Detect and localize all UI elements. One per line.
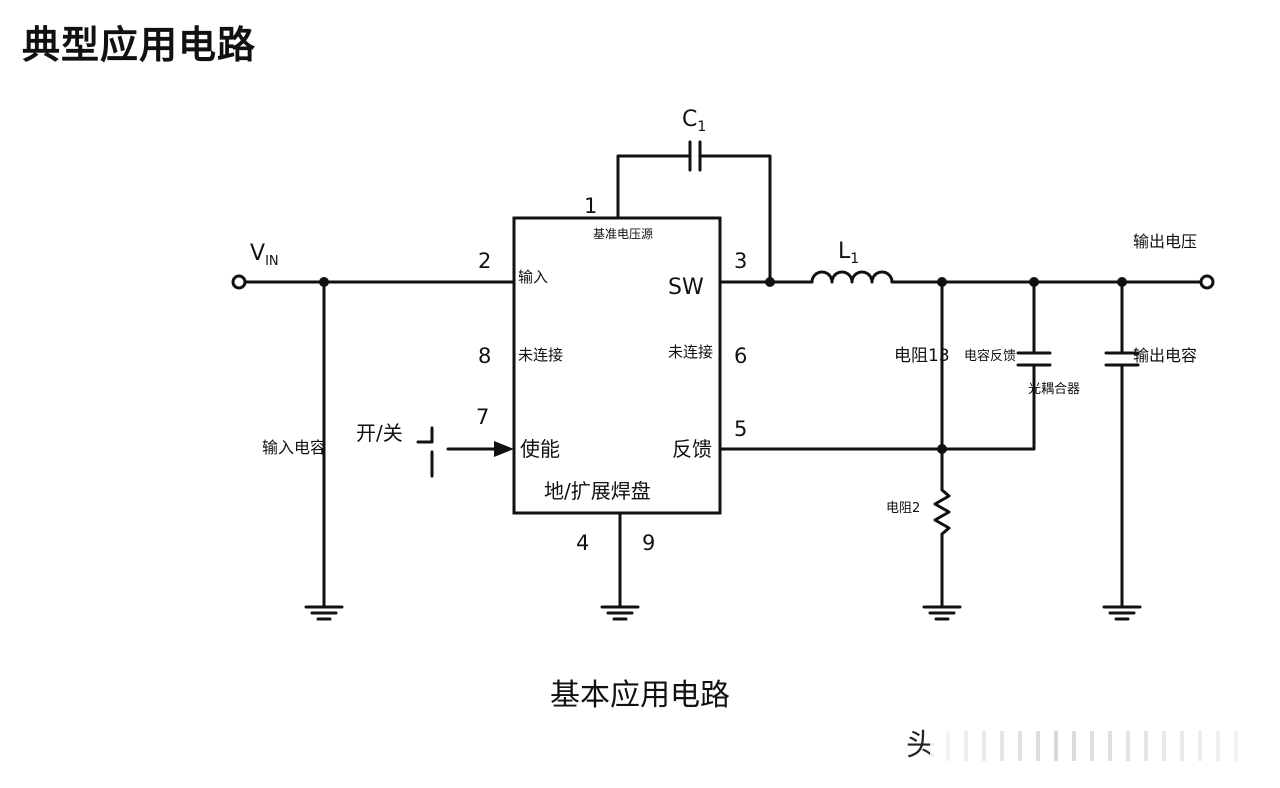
watermark-fade bbox=[930, 727, 1246, 767]
enable-arrow bbox=[494, 441, 514, 457]
gnd-pad-label: 地/扩展焊盘 bbox=[544, 479, 651, 503]
pin-number: 7 bbox=[476, 405, 489, 429]
pin-number: 1 bbox=[584, 194, 597, 218]
pin-number: 2 bbox=[478, 249, 491, 273]
pin-number: 3 bbox=[734, 249, 747, 273]
ground-symbol bbox=[922, 605, 962, 621]
input-cap-label: 输入电容 bbox=[262, 438, 326, 457]
pin-number: 9 bbox=[642, 531, 655, 555]
pin-number: 4 bbox=[576, 531, 589, 555]
ground-symbol bbox=[600, 605, 640, 621]
page-heading: 典型应用电路 bbox=[22, 23, 257, 67]
ground-symbol bbox=[1102, 605, 1142, 621]
feedback-pin-label: 反馈 bbox=[672, 437, 712, 461]
watermark: 头 bbox=[906, 727, 1246, 767]
onoff-switch bbox=[416, 426, 434, 444]
nc-left-label: 未连接 bbox=[518, 346, 563, 364]
output-cap-label: 输出电容 bbox=[1133, 346, 1197, 365]
enable-pin-label: 使能 bbox=[520, 437, 560, 461]
vin-label: VIN bbox=[250, 241, 279, 269]
inductor-l1 bbox=[810, 270, 894, 284]
input-pin-label: 输入 bbox=[518, 268, 548, 286]
ref-source-label: 基准电压源 bbox=[593, 227, 653, 241]
r13-label: 电阻13 bbox=[894, 346, 950, 366]
cap-feedback-wire-bottom bbox=[718, 363, 1036, 451]
vout-terminal bbox=[1199, 274, 1215, 290]
pin-number: 6 bbox=[734, 344, 747, 368]
r2-label: 电阻2 bbox=[886, 501, 920, 516]
c1-return-wire bbox=[698, 154, 772, 284]
pin-number: 5 bbox=[734, 417, 747, 441]
ic-body bbox=[512, 216, 722, 515]
c1-label: C1 bbox=[682, 107, 706, 135]
junction-dot bbox=[937, 444, 947, 454]
c1-wire bbox=[616, 154, 692, 220]
vin-terminal bbox=[231, 274, 247, 290]
l1-label: L1 bbox=[838, 239, 859, 267]
resistor-r2 bbox=[933, 488, 951, 536]
optocoupler-label: 光耦合器 bbox=[1028, 382, 1080, 397]
cap-feedback-label: 电容反馈 bbox=[964, 348, 1016, 364]
diagram-caption: 基本应用电路 bbox=[550, 678, 730, 713]
pin-number: 8 bbox=[478, 344, 491, 368]
vout-label: 输出电压 bbox=[1133, 232, 1197, 251]
junction-dot bbox=[765, 277, 775, 287]
onoff-label: 开/关 bbox=[356, 421, 403, 445]
ground-symbol bbox=[304, 605, 344, 621]
sw-pin-label: SW bbox=[668, 275, 704, 300]
nc-right-label: 未连接 bbox=[668, 343, 713, 361]
